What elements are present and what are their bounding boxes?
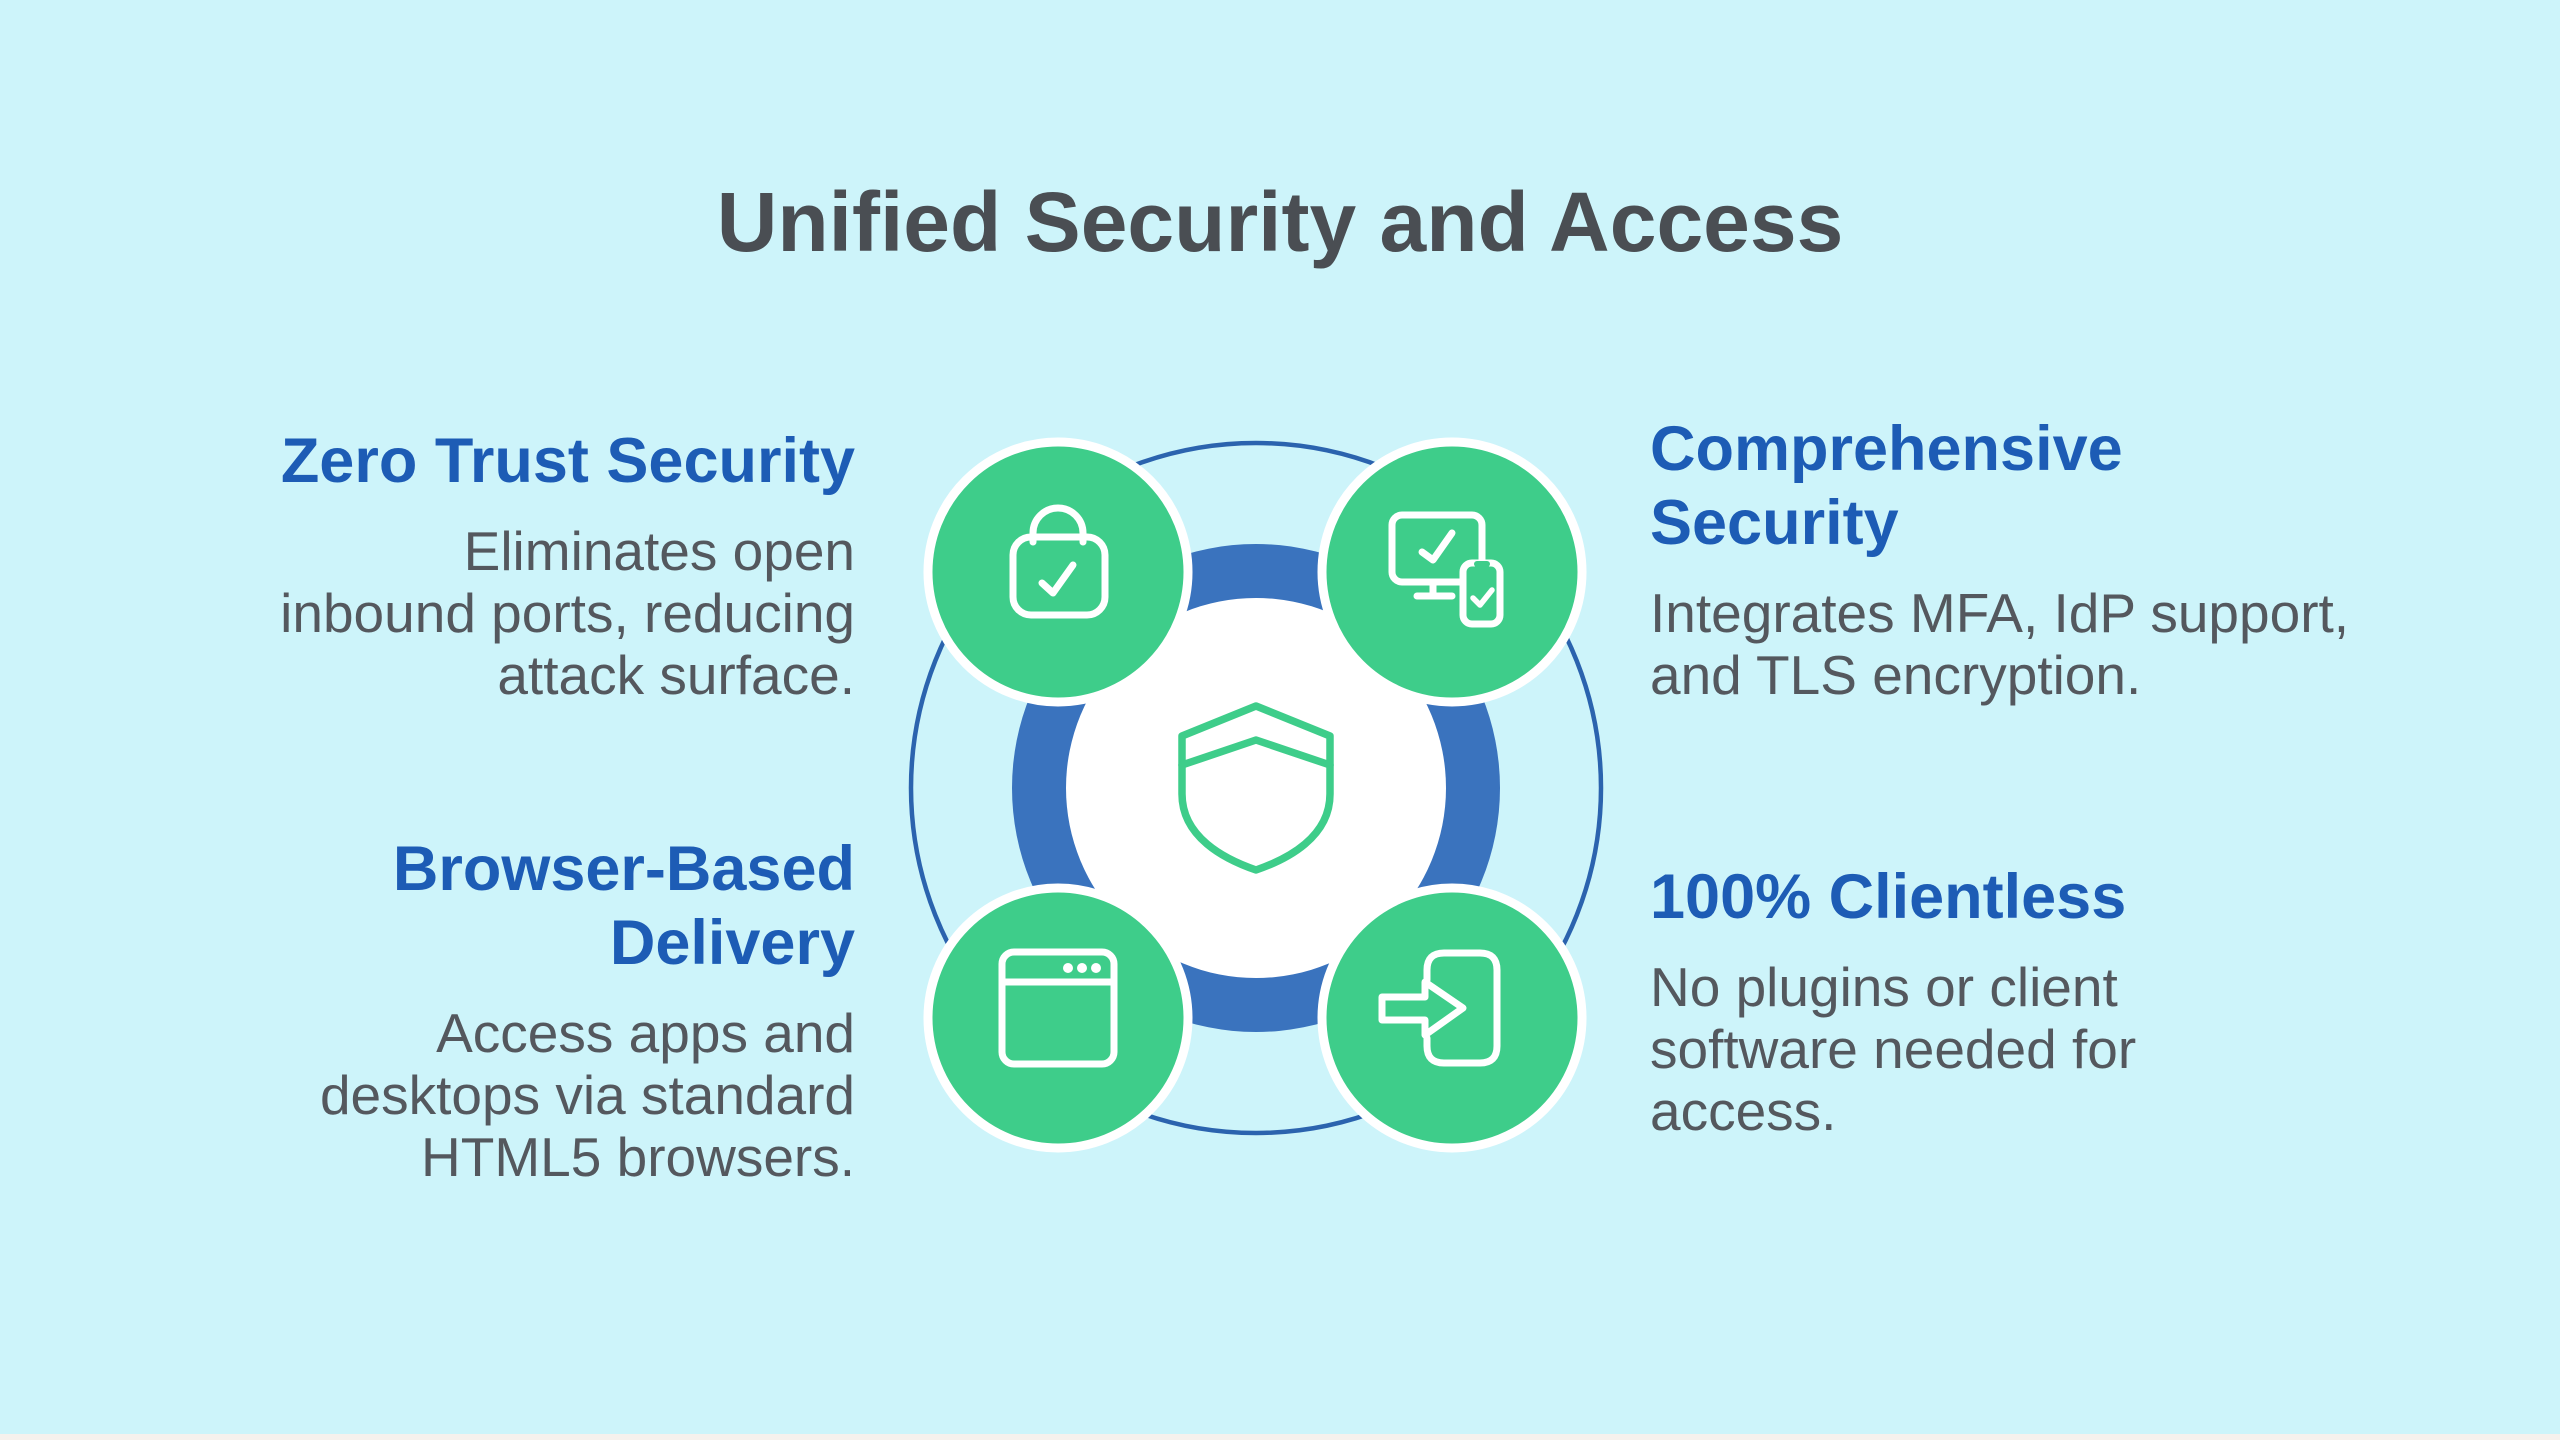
feature-browser-based-delivery: Browser-Based Delivery Access apps and d… bbox=[95, 832, 855, 1188]
browser-delivery-node bbox=[923, 883, 1193, 1153]
login-arrow-icon bbox=[1378, 949, 1501, 1067]
page-title: Unified Security and Access bbox=[716, 175, 1844, 269]
feature-heading: Browser-Based Delivery bbox=[392, 834, 855, 978]
node-circle bbox=[923, 437, 1193, 707]
feature-body: Integrates MFA, IdP support, and TLS enc… bbox=[1650, 582, 2350, 706]
bottom-edge-strip bbox=[0, 1434, 2560, 1440]
devices-check-icon bbox=[1388, 511, 1504, 628]
feature-body: Access apps and desktops via standard HT… bbox=[319, 1002, 855, 1188]
node-circle bbox=[1317, 437, 1587, 707]
feature-heading: Zero Trust Security bbox=[280, 426, 855, 496]
lock-check-icon bbox=[1009, 504, 1109, 619]
outer-ring-circle bbox=[908, 440, 1604, 1136]
feature-body: No plugins or client software needed for… bbox=[1650, 956, 2137, 1142]
comprehensive-security-node bbox=[1317, 437, 1587, 707]
shield-icon bbox=[1178, 702, 1334, 874]
clientless-access-node bbox=[1317, 883, 1587, 1153]
hub-white-circle bbox=[1066, 598, 1446, 978]
feature-zero-trust-security: Zero Trust Security Eliminates open inbo… bbox=[95, 424, 855, 706]
feature-heading: 100% Clientless bbox=[1650, 862, 2127, 932]
browser-window-icon bbox=[998, 948, 1118, 1068]
security-diagram bbox=[908, 437, 1604, 1153]
zero-trust-node bbox=[923, 437, 1193, 707]
feature-clientless: 100% Clientless No plugins or client sof… bbox=[1650, 860, 2490, 1142]
node-circle bbox=[923, 883, 1193, 1153]
feature-comprehensive-security: Comprehensive Security Integrates MFA, I… bbox=[1650, 412, 2490, 706]
feature-heading: Comprehensive Security bbox=[1650, 414, 2123, 558]
feature-body: Eliminates open inbound ports, reducing … bbox=[280, 520, 855, 706]
